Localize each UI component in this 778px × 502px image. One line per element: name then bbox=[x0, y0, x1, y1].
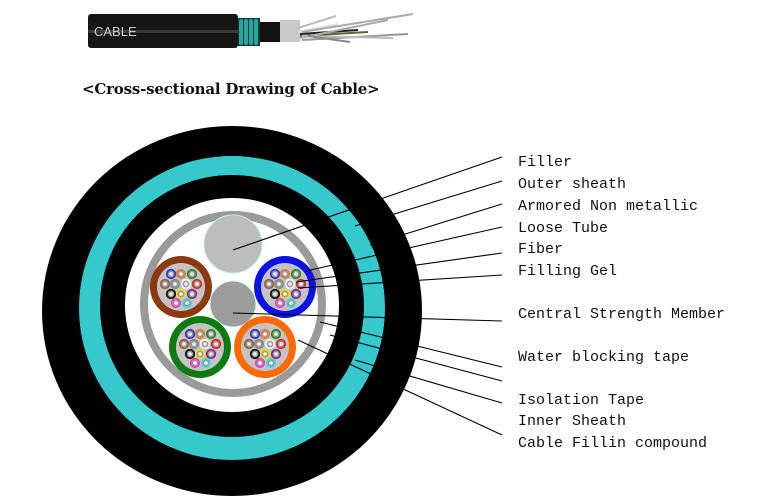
fiber bbox=[194, 348, 206, 360]
leader-line-inner-sheath bbox=[354, 359, 503, 404]
leader-line-cable-fillin-compound bbox=[297, 339, 503, 436]
fiber bbox=[279, 288, 291, 300]
fiber bbox=[186, 268, 198, 280]
leader-line-filling-gel bbox=[297, 274, 503, 289]
leader-line-isolation-tape bbox=[329, 334, 503, 382]
loose-tubes bbox=[150, 256, 316, 378]
fiber bbox=[290, 268, 302, 280]
fiber bbox=[285, 297, 297, 309]
fiber bbox=[194, 328, 206, 340]
fiber bbox=[270, 348, 282, 360]
label-filling-gel: Filling Gel bbox=[518, 263, 617, 280]
fiber bbox=[189, 357, 201, 369]
central-strength-member bbox=[209, 280, 257, 328]
green-tube bbox=[169, 316, 231, 378]
blue-tube bbox=[254, 256, 316, 318]
fiber bbox=[273, 278, 285, 290]
fiber bbox=[181, 297, 193, 309]
label-armored-non-metallic: Armored Non metallic bbox=[518, 198, 698, 215]
leader-line-outer-sheath bbox=[354, 180, 503, 227]
label-inner-sheath: Inner Sheath bbox=[518, 413, 626, 430]
label-outer-sheath: Outer sheath bbox=[518, 176, 626, 193]
fiber bbox=[159, 278, 171, 290]
label-filler: Filler bbox=[518, 154, 572, 171]
fiber bbox=[284, 278, 296, 290]
leader-line-filler bbox=[232, 156, 503, 251]
fiber bbox=[165, 268, 177, 280]
fiber bbox=[180, 278, 192, 290]
fiber bbox=[259, 328, 271, 340]
fiber bbox=[186, 288, 198, 300]
cable-print-text: CABLE bbox=[94, 24, 137, 39]
fiber bbox=[200, 357, 212, 369]
fiber bbox=[178, 338, 190, 350]
orange-tube bbox=[234, 316, 296, 378]
fiber bbox=[249, 348, 261, 360]
fiber bbox=[210, 338, 222, 350]
fiber bbox=[270, 328, 282, 340]
fiber bbox=[264, 338, 276, 350]
fiber bbox=[274, 297, 286, 309]
fiber bbox=[269, 288, 281, 300]
fiber bbox=[253, 338, 265, 350]
fiber bbox=[191, 278, 203, 290]
cable-rings bbox=[42, 126, 422, 496]
fiber bbox=[175, 268, 187, 280]
exposed-fibers bbox=[297, 13, 414, 43]
fiber bbox=[170, 297, 182, 309]
fiber bbox=[259, 348, 271, 360]
fiber bbox=[279, 268, 291, 280]
leader-line-central-strength-member bbox=[232, 312, 503, 322]
fiber bbox=[188, 338, 200, 350]
label-cable-fillin-compound: Cable Fillin compound bbox=[518, 435, 707, 452]
label-isolation-tape: Isolation Tape bbox=[518, 392, 644, 409]
armor-tape-coil bbox=[238, 18, 260, 46]
label-water-blocking-tape: Water blocking tape bbox=[518, 349, 689, 366]
label-fiber: Fiber bbox=[518, 241, 563, 258]
fiber bbox=[263, 278, 275, 290]
fiber bbox=[169, 278, 181, 290]
fiber bbox=[265, 357, 277, 369]
fiber bbox=[199, 338, 211, 350]
cable-photo: CABLE bbox=[88, 13, 414, 48]
cable-jacket-highlight bbox=[88, 30, 238, 33]
fiber bbox=[205, 328, 217, 340]
leader-line-loose-tube bbox=[305, 226, 503, 272]
fiber bbox=[205, 348, 217, 360]
fiber bbox=[184, 328, 196, 340]
label-central-strength-member: Central Strength Member bbox=[518, 306, 725, 323]
fiber bbox=[254, 357, 266, 369]
leader-lines bbox=[232, 156, 503, 436]
fiber bbox=[249, 328, 261, 340]
fiber bbox=[290, 288, 302, 300]
diagram-title: <Cross-sectional Drawing of Cable> bbox=[82, 80, 380, 98]
leader-line-water-blocking-tape bbox=[319, 321, 503, 368]
fiber bbox=[243, 338, 255, 350]
fiber bbox=[184, 348, 196, 360]
fiber bbox=[275, 338, 287, 350]
brown-tube bbox=[150, 256, 212, 318]
leader-line-fiber bbox=[295, 252, 503, 283]
label-loose-tube: Loose Tube bbox=[518, 220, 608, 237]
fiber bbox=[165, 288, 177, 300]
fiber bbox=[175, 288, 187, 300]
water-blocking-tape-exposed bbox=[280, 20, 300, 42]
fiber bbox=[269, 268, 281, 280]
inner-sheath-exposed bbox=[260, 22, 280, 42]
leader-line-armored-non-metallic bbox=[369, 203, 503, 246]
filler-rod bbox=[203, 214, 263, 274]
